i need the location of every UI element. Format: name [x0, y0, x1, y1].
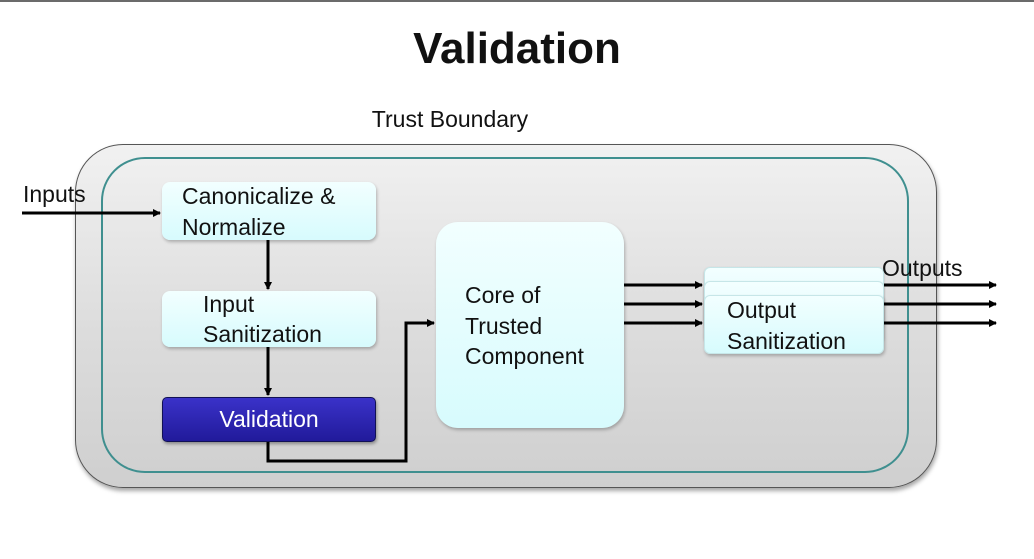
- output-sanitization-node: Output Sanitization: [704, 295, 884, 354]
- inputs-label: Inputs: [23, 181, 86, 207]
- canonicalize-line1: Canonicalize &: [182, 183, 336, 209]
- validation-to-core-arrow: [266, 319, 435, 463]
- output-sanitization-line1: Output: [727, 297, 797, 323]
- canonicalize-line2: Normalize: [182, 214, 286, 240]
- trust-boundary: [101, 157, 909, 473]
- top-rule: [0, 0, 1034, 2]
- slide-title: Validation: [413, 24, 621, 73]
- validation-node: Validation: [162, 397, 376, 442]
- trust-boundary-label: Trust Boundary: [371, 106, 529, 132]
- input-sanitization-node: Input Sanitization: [162, 291, 376, 347]
- core-line2: Trusted: [465, 313, 543, 339]
- core-line1: Core of: [465, 282, 541, 308]
- input-sanitization-line2: Sanitization: [203, 321, 322, 347]
- core-node: Core of Trusted Component: [436, 222, 624, 428]
- outputs-label: Outputs: [882, 255, 963, 281]
- input-sanitization-line1: Input: [203, 291, 255, 317]
- core-line3: Component: [465, 343, 584, 369]
- canonicalize-node: Canonicalize & Normalize: [162, 182, 376, 240]
- output-sanitization-line2: Sanitization: [727, 328, 846, 354]
